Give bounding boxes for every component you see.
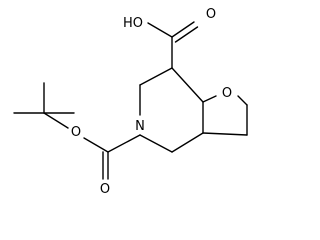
bond-ccarb-oester bbox=[83, 137, 109, 153]
bond-c7-c6 bbox=[139, 67, 173, 86]
molecule-diagram: HO O O N O O bbox=[13, 7, 248, 197]
atom-label-ring-nitrogen: N bbox=[135, 119, 145, 134]
atom-label-ring-oxygen: O bbox=[222, 86, 232, 101]
bond-cacid-o-double-2 bbox=[174, 26, 199, 43]
bond-cacid-oh bbox=[147, 22, 173, 38]
bond-n5-ccarb bbox=[107, 134, 141, 153]
bond-c7a-c7 bbox=[171, 67, 204, 103]
bond-c7a-o1 bbox=[202, 95, 217, 103]
bond-c4-c3a bbox=[171, 132, 204, 153]
bond-oester-ctert bbox=[43, 112, 69, 129]
bond-c3-c3a bbox=[202, 132, 248, 136]
atom-label-boc-carbonyl-oxygen: O bbox=[100, 182, 110, 197]
atom-label-acid-carbonyl-oxygen: O bbox=[206, 7, 216, 22]
bond-cacid-o-double-1 bbox=[171, 21, 195, 38]
atom-label-ester-oxygen: O bbox=[71, 125, 81, 140]
atom-label-hydroxyl: HO bbox=[123, 16, 143, 31]
bond-o1-c2 bbox=[237, 95, 248, 106]
bond-n5-c4 bbox=[139, 134, 173, 153]
